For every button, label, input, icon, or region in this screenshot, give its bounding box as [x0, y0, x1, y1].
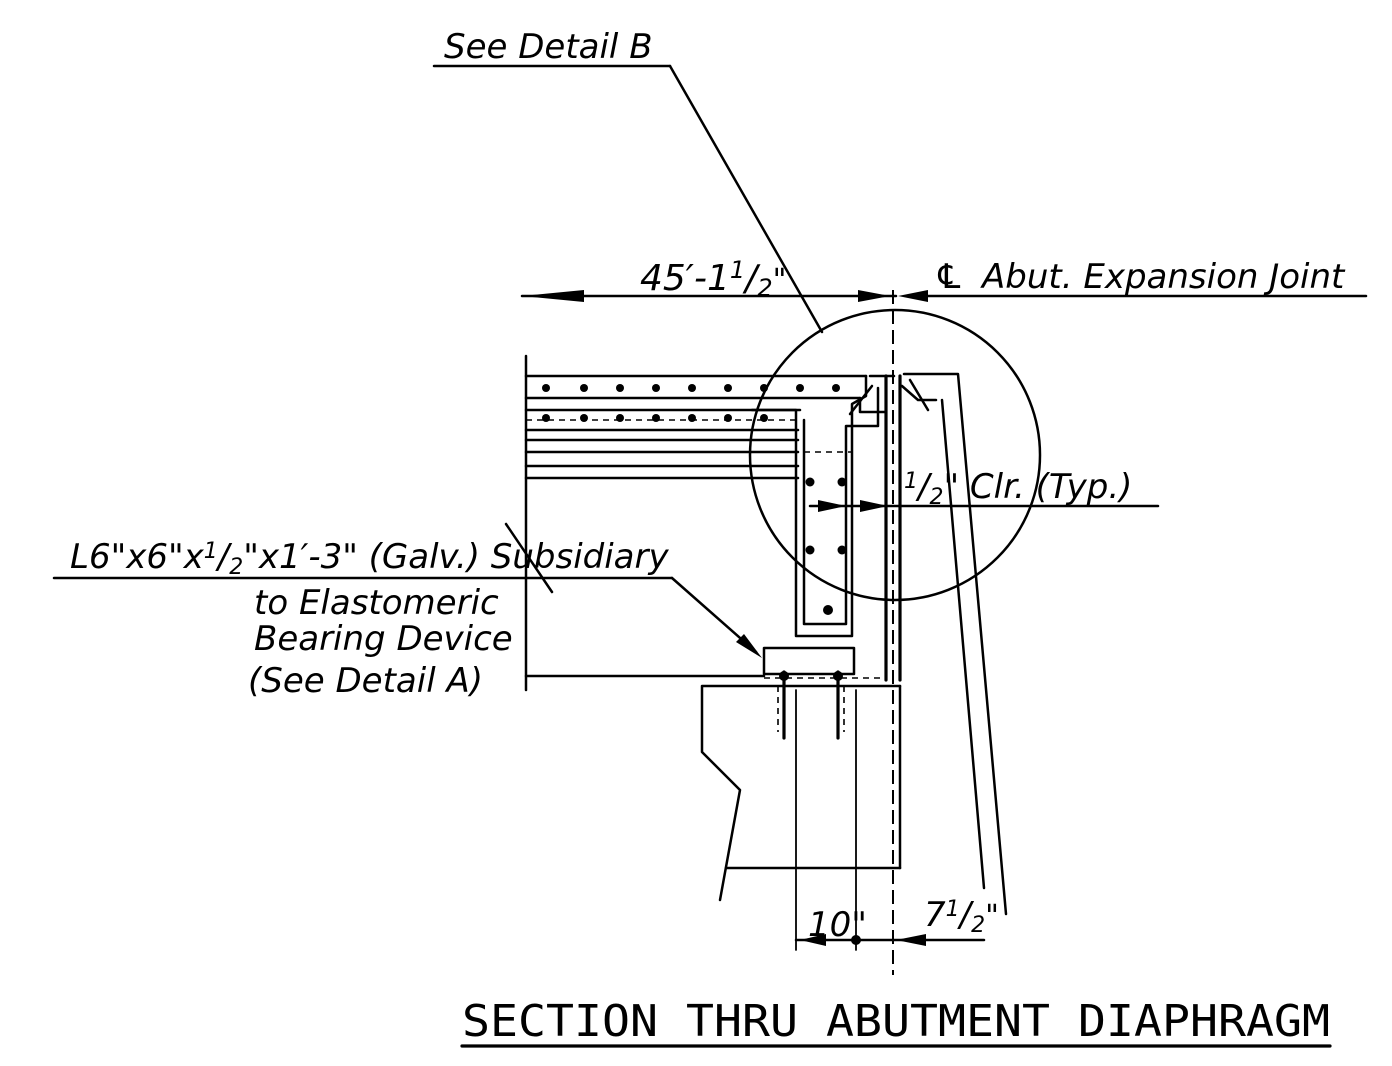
deck-slab — [524, 354, 868, 692]
diaphragm-outline — [750, 374, 868, 638]
span-dim-label: 45′-11/2" — [640, 256, 786, 302]
rebar-dot — [760, 384, 768, 392]
dim10-arrow-left — [800, 934, 826, 946]
rebar-dot — [832, 384, 840, 392]
dim-mid-dot — [851, 935, 861, 945]
bearing-label-line3: Bearing Device — [254, 619, 513, 659]
joint-anchor-right — [900, 384, 938, 402]
joint-anchor-diag — [908, 378, 930, 412]
clr-label: 1/2" Clr. (Typ.) — [904, 467, 1132, 510]
detail-b-leader — [668, 64, 824, 334]
bottom-dimensions: 10" 71/2" — [794, 895, 999, 946]
span-arrow-right — [858, 290, 890, 302]
bearing-label-line1: L6"x6"x1/2"x1′-3" (Galv.) Subsidiary — [70, 537, 669, 580]
rebar-dot — [542, 384, 550, 392]
diaphragm-rebar — [837, 477, 847, 487]
bearing-callout: L6"x6"x1/2"x1′-3" (Galv.) Subsidiary to … — [52, 522, 762, 701]
dim-7-label: 71/2" — [924, 895, 999, 938]
rebar-dot — [652, 414, 660, 422]
rebar-dot — [616, 384, 624, 392]
diaphragm-rebar — [823, 605, 833, 615]
joint-anchor-left — [848, 384, 874, 416]
anchor-bolt-head — [779, 671, 789, 681]
centerline-callout: ℄ Abut. Expansion Joint — [916, 257, 1368, 298]
anchor-bolt-head — [833, 671, 843, 681]
rebar-dot — [796, 384, 804, 392]
bearing-pad — [762, 646, 856, 676]
backwall — [902, 372, 1008, 916]
rebar-dot — [688, 414, 696, 422]
span-arrow-left — [522, 290, 584, 302]
rebar-dot — [724, 414, 732, 422]
rebar-dot — [652, 384, 660, 392]
clr-arrow-left — [818, 500, 846, 512]
diaphragm-rebar — [837, 545, 847, 555]
rebar-dot — [724, 384, 732, 392]
diaphragm-rebar — [805, 477, 815, 487]
cap-outline — [700, 684, 902, 902]
bearing-label-line2: to Elastomeric — [254, 583, 499, 623]
detail-b-circle — [748, 308, 1042, 602]
bearing-leader-arrow — [736, 634, 762, 658]
rebar-dot — [580, 414, 588, 422]
break-mark — [504, 522, 554, 594]
stirrup — [802, 386, 880, 626]
bearing-device — [524, 646, 886, 679]
dim-10-label: 10" — [808, 905, 867, 945]
top-rebar-dots — [542, 384, 840, 392]
diaphragm-rebar — [805, 545, 815, 555]
dim7-arrow — [896, 934, 926, 946]
detail-b-callout: See Detail B — [432, 27, 824, 334]
bearing-label-line4: (See Detail A) — [248, 661, 483, 701]
backwall-face — [902, 372, 1008, 916]
anchor-bolts — [777, 670, 845, 740]
diaphragm — [750, 374, 938, 682]
bottom-rebar-dots — [542, 414, 768, 422]
rebar-dot — [542, 414, 550, 422]
cl-arrow — [898, 290, 928, 302]
span-dimension: 45′-11/2" — [520, 256, 928, 302]
backwall-inner — [940, 398, 986, 890]
clr-arrow-right — [860, 500, 888, 512]
rebar-dot — [760, 414, 768, 422]
cl-label: Abut. Expansion Joint — [980, 257, 1346, 297]
cl-symbol: ℄ — [934, 257, 964, 297]
rebar-dot — [688, 384, 696, 392]
clear-cover-callout: 1/2" Clr. (Typ.) — [808, 467, 1160, 512]
detail-b-label: See Detail B — [444, 27, 653, 67]
section-title: SECTION THRU ABUTMENT DIAPHRAGM — [462, 996, 1330, 1047]
rebar-dot — [616, 414, 624, 422]
drawing-title: SECTION THRU ABUTMENT DIAPHRAGM — [460, 996, 1332, 1048]
rebar-dot — [580, 384, 588, 392]
abutment-cap — [700, 670, 902, 951]
